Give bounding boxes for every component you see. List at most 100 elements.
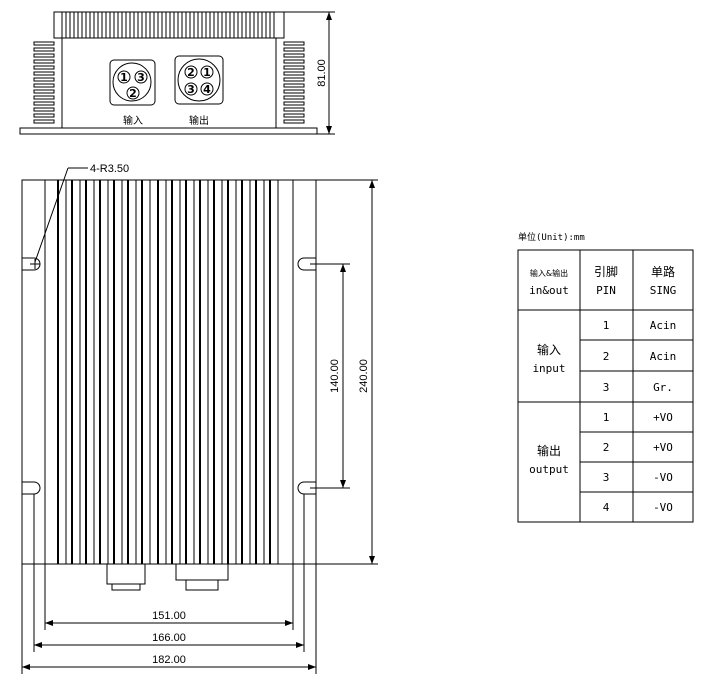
output-row3-pin: 3: [603, 471, 610, 484]
input-pin-2: 2: [129, 87, 137, 100]
pin-table: [517, 249, 694, 523]
input-row1-pin: 1: [603, 319, 610, 332]
dim-140-label: 140.00: [329, 359, 341, 393]
input-row3-pin: 3: [603, 381, 610, 394]
side-fin-right: [283, 101, 305, 106]
top-fin: [133, 11, 139, 39]
side-fin-right: [283, 41, 305, 46]
side-fin-right: [283, 77, 305, 82]
dim-140: [310, 263, 350, 489]
input-row2-pin: 2: [603, 350, 610, 363]
dim-151-label: 151.00: [152, 610, 186, 622]
side-fin-right: [283, 107, 305, 112]
input-label: 输入: [123, 114, 143, 127]
top-fin: [93, 11, 99, 39]
top-fin: [125, 11, 131, 39]
input-row2-sig: Acin: [650, 350, 677, 363]
side-fin-right: [283, 89, 305, 94]
top-fin: [77, 11, 83, 39]
top-fin: [269, 11, 275, 39]
side-fin-right: [283, 119, 305, 124]
side-fin-right: [283, 65, 305, 70]
top-fin: [61, 11, 67, 39]
input-row3-sig: Gr.: [653, 381, 673, 394]
side-fins: [33, 41, 305, 124]
top-fin: [197, 11, 203, 39]
dim-182-label: 182.00: [152, 654, 186, 666]
header-col3-zh: 单路: [651, 264, 675, 279]
bottom-output-connector: [175, 563, 229, 591]
height-dimension-label: 81.00: [316, 59, 328, 87]
dim-166-label: 166.00: [152, 632, 186, 644]
output-pin-2: 2: [187, 66, 195, 79]
heat-sink-body: [44, 179, 294, 565]
top-fin: [213, 11, 219, 39]
top-fin: [253, 11, 259, 39]
top-fin: [165, 11, 171, 39]
output-pin-4: 4: [203, 83, 211, 96]
front-body: [61, 37, 277, 129]
side-fin-right: [283, 53, 305, 58]
side-fin-left: [33, 47, 55, 52]
output-pin-3: 3: [187, 83, 195, 96]
mounting-slots: [22, 257, 316, 495]
group-input-en: input: [532, 362, 565, 375]
top-fin: [205, 11, 211, 39]
hole-note: 4-R3.50: [90, 163, 129, 175]
side-fin-right: [283, 113, 305, 118]
group-output-zh: 输出: [537, 443, 561, 458]
side-fin-left: [33, 89, 55, 94]
side-fin-right: [283, 95, 305, 100]
top-fins: [61, 11, 275, 39]
top-fin: [141, 11, 147, 39]
height-dimension: [284, 11, 335, 135]
front-base-plate: [19, 127, 318, 135]
header-col1-zh: 输入&输出: [530, 268, 568, 278]
bottom-input-connector: [106, 563, 146, 591]
dim-240-label: 240.00: [358, 359, 370, 393]
dim-240: [316, 179, 378, 565]
output-row4-pin: 4: [603, 501, 610, 514]
top-fin: [149, 11, 155, 39]
output-pin-1: 1: [203, 66, 211, 79]
side-fin-left: [33, 107, 55, 112]
top-fin: [101, 11, 107, 39]
side-fin-left: [33, 113, 55, 118]
body-fins: [57, 180, 279, 564]
side-fin-left: [33, 119, 55, 124]
side-fin-right: [283, 71, 305, 76]
front-view: [19, 11, 335, 135]
side-fin-right: [283, 59, 305, 64]
top-fin: [173, 11, 179, 39]
side-fin-left: [33, 71, 55, 76]
top-fin: [221, 11, 227, 39]
top-fin: [117, 11, 123, 39]
output-row4-sig: -VO: [653, 501, 673, 514]
output-row1-pin: 1: [603, 411, 610, 424]
output-row3-sig: -VO: [653, 471, 673, 484]
output-row2-sig: +VO: [653, 441, 673, 454]
top-fin: [181, 11, 187, 39]
top-fin: [69, 11, 75, 39]
side-fin-left: [33, 101, 55, 106]
top-fin: [229, 11, 235, 39]
input-connector: [109, 59, 156, 106]
top-fin: [237, 11, 243, 39]
dim-151: [44, 564, 294, 630]
header-col2-en: PIN: [596, 284, 616, 297]
side-fin-left: [33, 95, 55, 100]
output-label: 输出: [189, 114, 209, 127]
top-fin: [261, 11, 267, 39]
unit-caption: 单位(Unit):mm: [518, 231, 585, 243]
side-fin-left: [33, 65, 55, 70]
group-output-en: output: [529, 463, 569, 476]
side-fin-left: [33, 83, 55, 88]
dim-166: [33, 494, 305, 652]
side-fin-left: [33, 53, 55, 58]
top-fin: [245, 11, 251, 39]
output-connector: [174, 55, 224, 105]
side-fin-right: [283, 47, 305, 52]
top-fin: [85, 11, 91, 39]
header-col2-zh: 引脚: [594, 264, 618, 279]
